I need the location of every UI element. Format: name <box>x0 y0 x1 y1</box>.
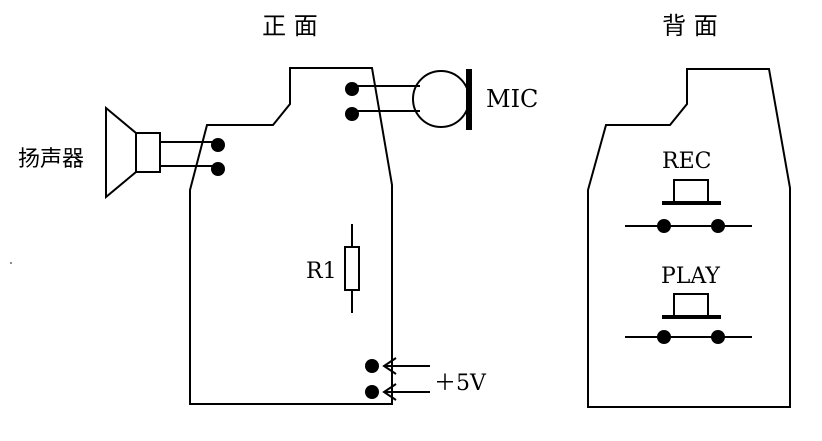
front-board <box>189 67 393 405</box>
speaker-body <box>135 132 161 173</box>
power-pad-2 <box>365 385 379 399</box>
power-arrow-head-1 <box>382 357 397 375</box>
rec-button-cap <box>673 179 709 203</box>
speaker-pad-2 <box>211 162 225 176</box>
speaker-pad-1 <box>211 138 225 152</box>
rec-label: REC <box>662 149 711 174</box>
rec-pad-2 <box>711 219 725 233</box>
microphone <box>345 69 472 130</box>
back-board-outline <box>587 68 791 408</box>
play-switch <box>625 293 752 344</box>
power-label: ＋5V <box>434 371 487 396</box>
power-pad-1 <box>365 359 379 373</box>
mic-body <box>412 70 470 128</box>
back-title: 背 面 <box>662 12 718 40</box>
speaker-label: 扬声器 <box>18 147 84 172</box>
power-input <box>365 357 430 401</box>
mic-plate <box>466 69 472 130</box>
rec-switch <box>625 179 752 233</box>
play-button-cap <box>673 293 709 317</box>
rec-pad-1 <box>657 219 671 233</box>
stray-dot <box>10 262 12 264</box>
front-title: 正 面 <box>262 12 318 40</box>
play-pad-1 <box>657 330 671 344</box>
resistor-body <box>344 246 360 291</box>
back-board <box>587 68 791 408</box>
power-arrow-head-2 <box>382 383 397 401</box>
resistor-r1 <box>344 224 360 313</box>
play-label: PLAY <box>661 264 720 289</box>
play-pad-2 <box>711 330 725 344</box>
resistor-label: R1 <box>306 259 337 284</box>
mic-pad-2 <box>345 107 359 121</box>
front-board-outline <box>189 67 393 405</box>
speaker-cone <box>105 105 137 200</box>
mic-label: MIC <box>486 85 538 113</box>
speaker <box>105 105 225 200</box>
mic-pad-1 <box>345 82 359 96</box>
